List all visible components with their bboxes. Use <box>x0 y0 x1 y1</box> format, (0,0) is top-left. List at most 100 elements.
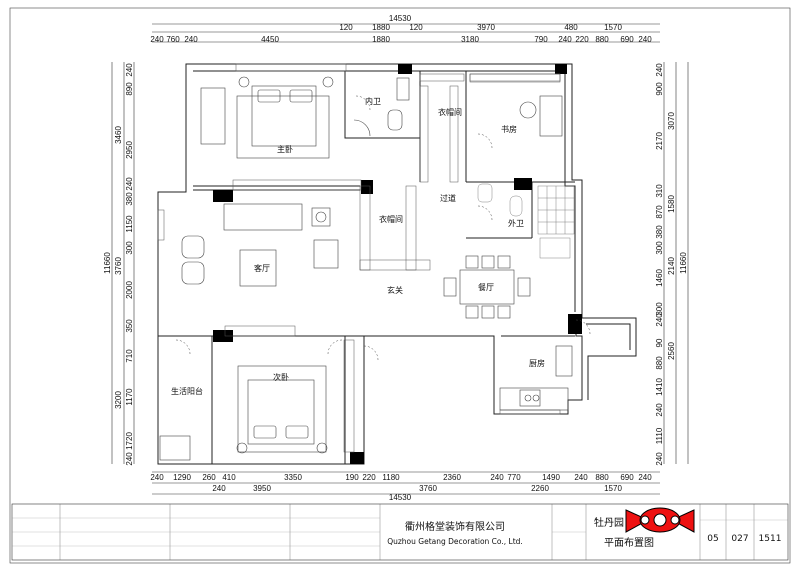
wardrobe-units <box>232 73 561 453</box>
dim-left-1-1: 240 <box>125 63 134 77</box>
dim-right-2-2: 1580 <box>667 195 676 213</box>
dim-bottom-1-6: 190 <box>345 473 359 482</box>
drawing-number: 027 <box>731 534 748 544</box>
bottom-dimensions: 240 1290 260 410 3350 190 220 1180 2360 … <box>150 471 660 502</box>
dim-top-2-5: 1880 <box>372 35 390 44</box>
dim-bottom-2-4: 2260 <box>531 484 549 493</box>
dim-right-1-1: 240 <box>655 63 664 77</box>
dim-right-1-4: 310 <box>655 184 664 198</box>
dim-left-1-12: 1720 <box>125 432 134 450</box>
dim-top-1-5: 480 <box>564 23 578 32</box>
dim-top-1-2: 1880 <box>372 23 390 32</box>
dim-bottom-1-12: 1490 <box>542 473 560 482</box>
second-bed <box>236 365 328 454</box>
dim-right-2-1: 3070 <box>667 112 676 130</box>
dim-bottom-1-16: 240 <box>638 473 652 482</box>
dim-left-1-3: 2950 <box>125 141 134 159</box>
room-labels: 主卧 内卫 衣帽间 书房 衣帽间 过道 外卫 客厅 玄关 餐厅 次卧 厨房 生活… <box>171 96 545 396</box>
label-master-bedroom: 主卧 <box>277 144 293 154</box>
dim-top-2-7: 790 <box>534 35 548 44</box>
sheet-number: 05 <box>707 534 718 544</box>
label-kitchen: 厨房 <box>529 358 545 368</box>
dim-top-2-9: 220 <box>575 35 589 44</box>
dim-left-1-6: 1150 <box>125 215 134 233</box>
label-wardrobe-1: 衣帽间 <box>438 107 462 117</box>
drawing-code: 1511 <box>759 534 782 544</box>
living-room-furniture <box>181 203 339 287</box>
dim-top-2-8: 240 <box>558 35 572 44</box>
dim-bottom-1-9: 2360 <box>443 473 461 482</box>
dim-top-2-6: 3180 <box>461 35 479 44</box>
door-swings <box>175 95 591 361</box>
dim-top-2-11: 690 <box>620 35 634 44</box>
dim-right-1-13: 1410 <box>655 378 664 396</box>
label-study: 书房 <box>501 124 517 134</box>
dim-bottom-1-5: 3350 <box>284 473 302 482</box>
dim-bottom-2-2: 3950 <box>253 484 271 493</box>
dim-left-1-2: 890 <box>125 82 134 96</box>
dim-top-2-2: 760 <box>166 35 180 44</box>
dim-left-overall: 11660 <box>103 252 112 274</box>
dim-left-1-10: 710 <box>125 349 134 363</box>
red-bow-stamp <box>625 507 695 533</box>
dim-bottom-2-5: 1570 <box>604 484 622 493</box>
label-inner-bath: 内卫 <box>365 96 381 106</box>
walls <box>157 63 637 465</box>
dim-top-1-1: 120 <box>339 23 353 32</box>
right-dimensions: 240 900 2170 310 870 380 300 1460 300 24… <box>655 62 689 466</box>
label-second-bedroom: 次卧 <box>273 372 289 382</box>
dim-top-2-4: 4450 <box>261 35 279 44</box>
windows <box>157 63 561 415</box>
dim-right-1-16: 240 <box>655 452 664 466</box>
dim-left-1-5: 380 <box>125 192 134 206</box>
dim-bottom-1-4: 410 <box>222 473 236 482</box>
master-bed <box>200 76 334 159</box>
dim-right-overall: 11660 <box>679 252 688 274</box>
dim-right-1-2: 900 <box>655 82 664 96</box>
label-outer-bath: 外卫 <box>508 218 524 228</box>
top-dimensions: 14530 120 1880 120 3970 480 1570 240 760… <box>150 14 660 44</box>
dim-top-1-4: 3970 <box>477 23 495 32</box>
project-name: 牡丹园 <box>594 516 624 529</box>
dim-top-2-3: 240 <box>184 35 198 44</box>
left-dimensions: 11660 3460 3760 3200 240 890 2950 240 38… <box>103 62 135 466</box>
dim-bottom-2-1: 240 <box>212 484 226 493</box>
dim-top-overall: 14530 <box>389 14 412 23</box>
dim-top-2-10: 880 <box>595 35 609 44</box>
dim-bottom-overall: 14530 <box>389 493 412 502</box>
dim-right-1-6: 380 <box>655 225 664 239</box>
dim-right-2-3: 2140 <box>667 257 676 275</box>
dim-bottom-1-7: 220 <box>362 473 376 482</box>
label-entrance: 玄关 <box>387 285 403 295</box>
outer-bath-tiles <box>477 183 575 259</box>
dim-left-1-13: 240 <box>125 452 134 466</box>
dim-right-2-4: 2560 <box>667 342 676 360</box>
dim-right-1-8: 1460 <box>655 269 664 287</box>
dim-bottom-1-3: 260 <box>202 473 216 482</box>
dim-right-1-11: 90 <box>655 338 664 347</box>
dim-left-1-7: 300 <box>125 241 134 255</box>
dim-top-1-6: 1570 <box>604 23 622 32</box>
dim-left-1-11: 1170 <box>125 388 134 406</box>
dining-table <box>443 255 531 319</box>
dim-right-1-12: 880 <box>655 356 664 370</box>
drawing-title: 平面布置图 <box>604 537 654 549</box>
dim-right-1-14: 240 <box>655 403 664 417</box>
dim-right-1-9: 300 <box>655 302 664 316</box>
label-living-room: 客厅 <box>254 263 270 273</box>
label-balcony: 生活阳台 <box>171 386 203 396</box>
label-corridor: 过道 <box>440 193 456 203</box>
dim-bottom-1-8: 1180 <box>382 473 400 482</box>
dim-bottom-1-13: 240 <box>574 473 588 482</box>
dim-left-2-1: 3460 <box>114 126 123 144</box>
study-furniture <box>519 95 563 137</box>
kitchen-fixtures <box>159 345 573 461</box>
dim-right-1-10: 240 <box>655 313 664 327</box>
dim-left-1-4: 240 <box>125 177 134 191</box>
dim-left-2-3: 3200 <box>114 391 123 409</box>
dim-bottom-1-14: 880 <box>595 473 609 482</box>
dim-bottom-2-3: 3760 <box>419 484 437 493</box>
dim-bottom-1-11: 770 <box>507 473 521 482</box>
dim-bottom-1-2: 1290 <box>173 473 191 482</box>
